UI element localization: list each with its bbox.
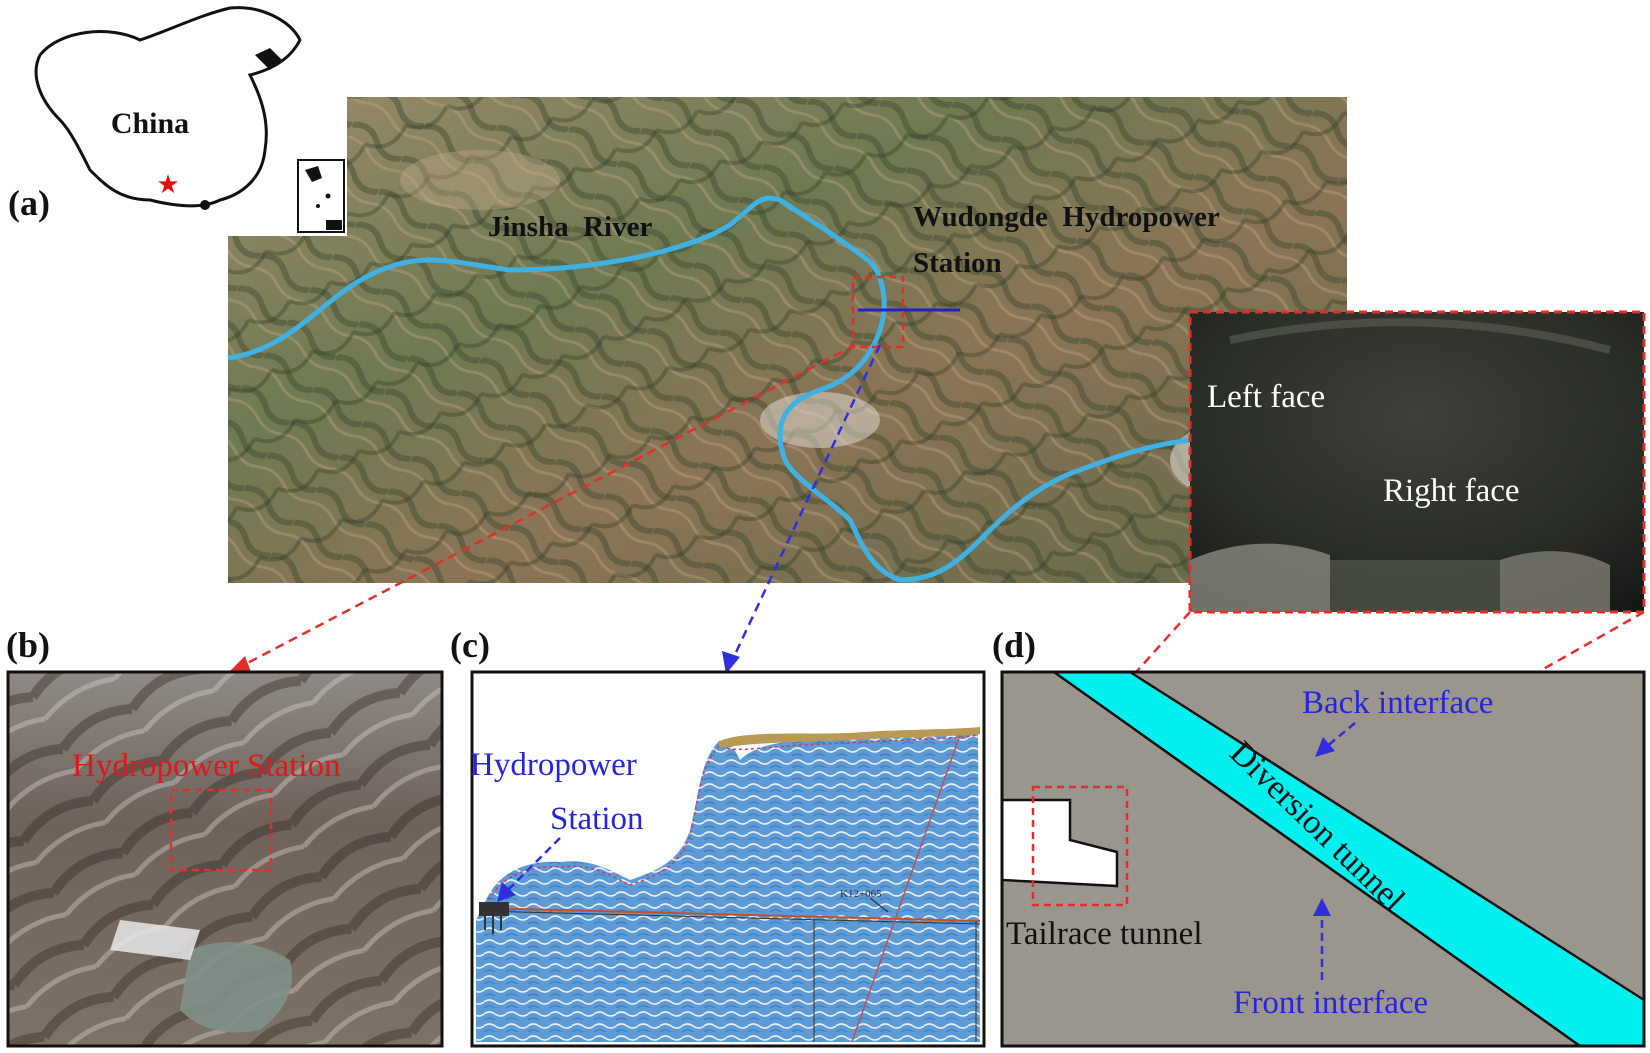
station-label-line1: Wudongde Hydropower: [913, 201, 1220, 233]
chainage-label: K12+065: [840, 888, 882, 900]
panel-c-label-line2: Station: [550, 801, 644, 837]
panel-d-red-box: [1031, 785, 1129, 907]
panel-d-tag: (d): [992, 625, 1036, 665]
left-face-label: Left face: [1207, 379, 1325, 415]
china-label: China: [111, 107, 189, 140]
panel-a: (a) China ★ Jinsha River Wudongde Hydrop…: [8, 6, 1646, 614]
jinsha-river: [227, 195, 1191, 583]
arrow-to-panel-b: [237, 343, 856, 670]
panel-d: (d) Diversion tunnel Tailrace tunnel Bac…: [992, 625, 1646, 1048]
arrow-head-b: [228, 656, 251, 673]
arrow-to-panel-c: [729, 344, 882, 664]
tailrace-tunnel-label: Tailrace tunnel: [1006, 916, 1203, 952]
tunnel-face-photo: Left face Right face: [1188, 310, 1646, 614]
arrow-head-front: [1313, 898, 1331, 916]
arrow-head-back: [1315, 737, 1335, 757]
china-map: China ★: [34, 6, 345, 233]
panel-c: (c) K12+065 Hydropower Station: [450, 625, 986, 1048]
rock-section: [476, 730, 980, 1042]
jinsha-river-label: Jinsha River: [488, 211, 652, 243]
back-interface-label: Back interface: [1302, 685, 1493, 721]
arrow-head-c: [722, 651, 740, 674]
panel-b-label: Hydropower Station: [72, 748, 341, 784]
satellite-image: [228, 97, 1347, 583]
tunnel-axis: [479, 907, 981, 922]
panel-b-red-box: [169, 788, 273, 872]
panel-c-label-line1: Hydropower: [470, 747, 637, 783]
right-face-label: Right face: [1383, 473, 1520, 509]
panel-b: (b) Hydropower Station: [6, 625, 444, 1048]
panel-a-tag: (a): [8, 183, 50, 223]
site-star-icon: ★: [156, 170, 179, 199]
front-interface-label: Front interface: [1233, 985, 1428, 1021]
panel-b-tag: (b): [6, 625, 50, 665]
south-china-sea-inset: [297, 159, 345, 233]
fault-line: [851, 734, 961, 1043]
arrow-back-interface: [1324, 722, 1356, 749]
arrow-head-station: [497, 882, 516, 902]
panel-c-tag: (c): [450, 625, 490, 665]
station-label-line2: Station: [913, 247, 1002, 279]
station-structure: [479, 902, 509, 934]
